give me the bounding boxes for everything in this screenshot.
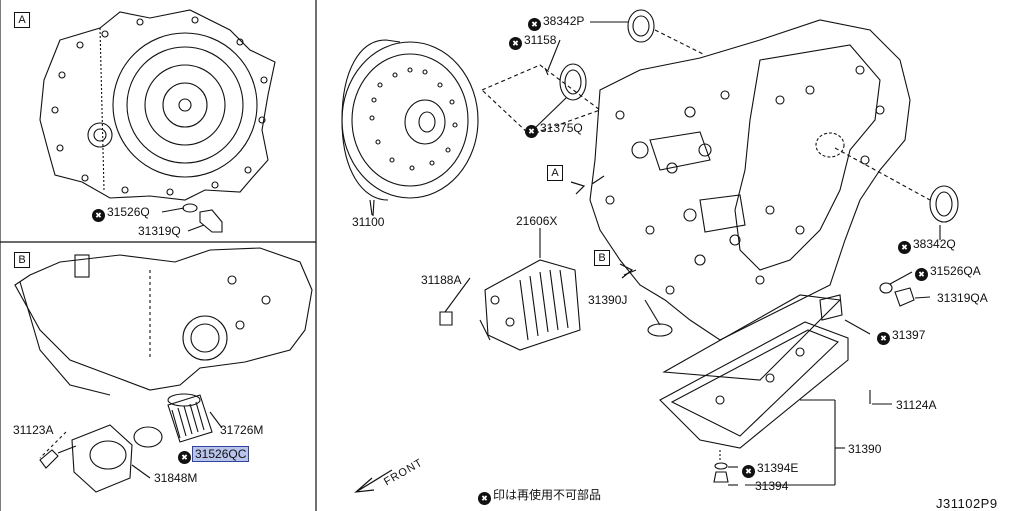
panel-a-tag: A bbox=[14, 12, 30, 28]
part-number: 31526Q bbox=[107, 205, 150, 219]
part-label-31394[interactable]: 31394 bbox=[755, 479, 789, 493]
part-label-31848m[interactable]: 31848M bbox=[154, 471, 198, 485]
panel-b-housing bbox=[14, 247, 313, 493]
part-label-31390[interactable]: 31390 bbox=[848, 442, 882, 456]
part-number: 31158 bbox=[524, 33, 557, 47]
part-label-31123a[interactable]: 31123A bbox=[13, 423, 54, 437]
oil-pan bbox=[647, 294, 849, 483]
torque-converter bbox=[341, 39, 479, 216]
legend-text: 印は再使用不可部品 bbox=[493, 488, 602, 502]
part-label-31394e[interactable]: 31394E bbox=[742, 461, 798, 478]
part-label-31319q[interactable]: 31319Q bbox=[138, 224, 181, 238]
part-number: 38342P bbox=[543, 14, 585, 28]
part-label-31526qc[interactable]: 31526QC bbox=[178, 446, 250, 464]
part-label-31526q[interactable]: 31526Q bbox=[92, 205, 150, 222]
oil-cooler bbox=[439, 259, 581, 351]
part-number: 31397 bbox=[892, 328, 926, 342]
diagram-id: J31102P9 bbox=[936, 496, 998, 511]
part-label-31319qa[interactable]: 31319QA bbox=[937, 291, 988, 305]
part-label-31375q[interactable]: 31375Q bbox=[525, 121, 583, 138]
part-number: 38342Q bbox=[913, 237, 956, 251]
part-label-38342p[interactable]: 38342P bbox=[528, 14, 584, 31]
panel-b-tag: B bbox=[14, 252, 30, 268]
part-label-31526qa[interactable]: 31526QA bbox=[915, 264, 981, 281]
part-label-31390j[interactable]: 31390J bbox=[588, 293, 628, 307]
transaxle-body bbox=[589, 19, 911, 341]
part-label-31100[interactable]: 31100 bbox=[352, 215, 385, 229]
part-label-31158[interactable]: 31158 bbox=[509, 33, 556, 50]
part-label-31188a[interactable]: 31188A bbox=[421, 273, 462, 287]
panel-a-housing bbox=[39, 9, 276, 233]
part-number: 31375Q bbox=[540, 121, 583, 135]
part-number: 31526QA bbox=[930, 264, 981, 278]
part-label-38342q[interactable]: 38342Q bbox=[898, 237, 956, 254]
part-number-highlighted: 31526QC bbox=[191, 446, 250, 462]
non-reusable-legend: 印は再使用不可部品 bbox=[478, 486, 601, 505]
part-label-31726m[interactable]: 31726M bbox=[220, 423, 264, 437]
part-number: 31394E bbox=[757, 461, 799, 475]
view-tag-b: B bbox=[594, 250, 610, 266]
part-label-31124a[interactable]: 31124A bbox=[896, 398, 937, 412]
part-label-21606x[interactable]: 21606X bbox=[516, 214, 558, 228]
part-label-31397[interactable]: 31397 bbox=[877, 328, 925, 345]
view-tag-a: A bbox=[547, 165, 563, 181]
